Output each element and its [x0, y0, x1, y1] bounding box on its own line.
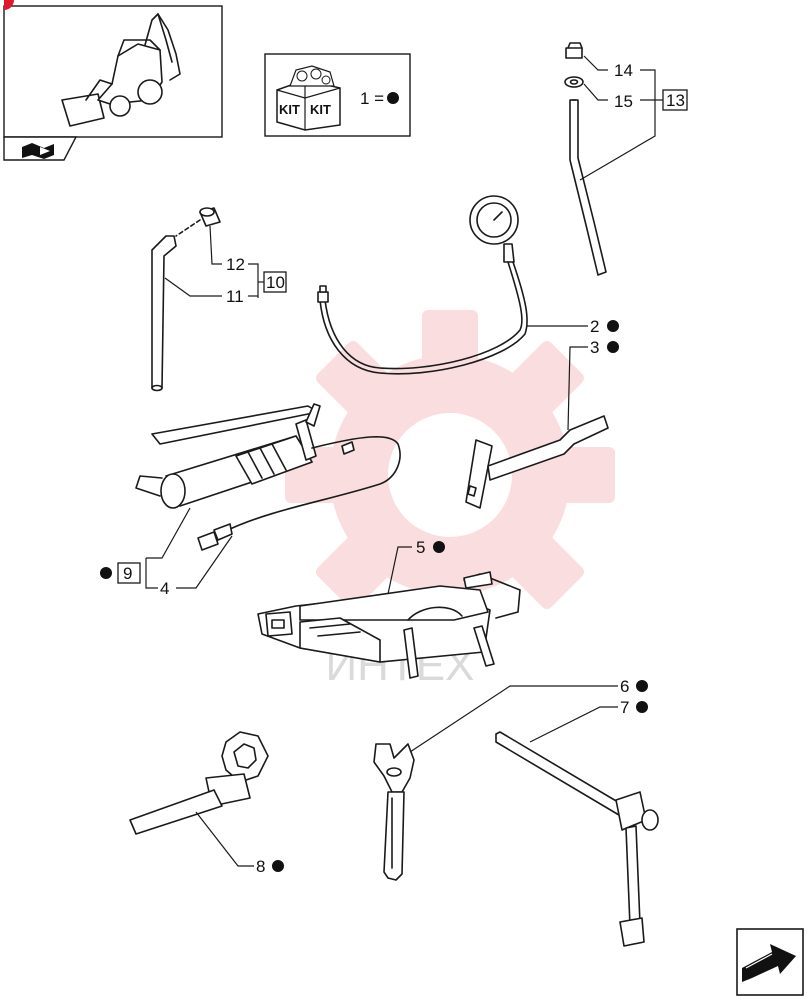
- part-8-lever-wrench: [129, 731, 269, 835]
- callout-5: 5: [387, 538, 445, 595]
- svg-text:11: 11: [226, 287, 244, 306]
- callout-8: 8: [195, 811, 284, 876]
- part-9-grease-gun: [135, 403, 401, 551]
- callout-7: 7: [529, 698, 648, 743]
- callout-10: 10: [258, 271, 287, 293]
- svg-text:3: 3: [590, 338, 599, 357]
- part-13-pipe: [564, 42, 607, 276]
- svg-text:14: 14: [614, 61, 633, 80]
- filled-dot-icon: [100, 567, 112, 579]
- part-6-adjustable-wrench: [373, 743, 415, 881]
- callout-12: 12: [209, 225, 259, 298]
- kit-label-left: KIT: [279, 102, 300, 117]
- kit-box-icon: KIT KIT: [276, 65, 341, 131]
- backhoe-loader-icon: [61, 13, 181, 127]
- part-3-pry-bar: [465, 415, 609, 509]
- svg-text:15: 15: [614, 92, 633, 111]
- kit-equals-text: 1 =: [360, 89, 384, 108]
- filled-dot-icon: [433, 541, 445, 553]
- filled-dot-icon: [387, 92, 399, 104]
- filled-dot-icon: [636, 680, 648, 692]
- callout-3: 3: [567, 338, 619, 431]
- filled-dot-icon: [636, 701, 648, 713]
- kit-label-right: KIT: [310, 102, 331, 117]
- part-10-pipe: [151, 207, 221, 392]
- filled-dot-icon: [272, 860, 284, 872]
- page-forward-arrow-icon[interactable]: [736, 928, 804, 996]
- svg-text:4: 4: [160, 579, 169, 598]
- part-2-pressure-gauge: [317, 195, 528, 375]
- kit-legend: KIT KIT 1 =: [264, 53, 411, 137]
- svg-text:10: 10: [266, 273, 285, 292]
- svg-text:8: 8: [256, 857, 265, 876]
- callout-2: 2: [527, 317, 619, 336]
- filled-dot-icon: [607, 341, 619, 353]
- book-arrow-icon: [22, 143, 54, 159]
- callout-14: 14: [583, 55, 656, 100]
- callout-6: 6: [409, 677, 648, 753]
- callout-15: 15: [583, 83, 663, 111]
- svg-text:6: 6: [620, 677, 629, 696]
- svg-text:7: 7: [620, 698, 629, 717]
- svg-text:13: 13: [666, 91, 685, 110]
- svg-text:2: 2: [590, 317, 599, 336]
- filled-dot-icon: [607, 320, 619, 332]
- svg-text:9: 9: [123, 564, 132, 583]
- part-7-socket-wrench: [495, 731, 659, 947]
- callout-11: 11: [164, 277, 258, 306]
- callout-9: 9: [100, 507, 191, 589]
- svg-text:5: 5: [416, 538, 425, 557]
- callout-4: 4: [160, 535, 233, 598]
- thumbnail-frame: [3, 0, 223, 161]
- svg-text:12: 12: [226, 255, 245, 274]
- part-5-tool-bag: [257, 571, 521, 679]
- callout-13: 13: [579, 89, 688, 181]
